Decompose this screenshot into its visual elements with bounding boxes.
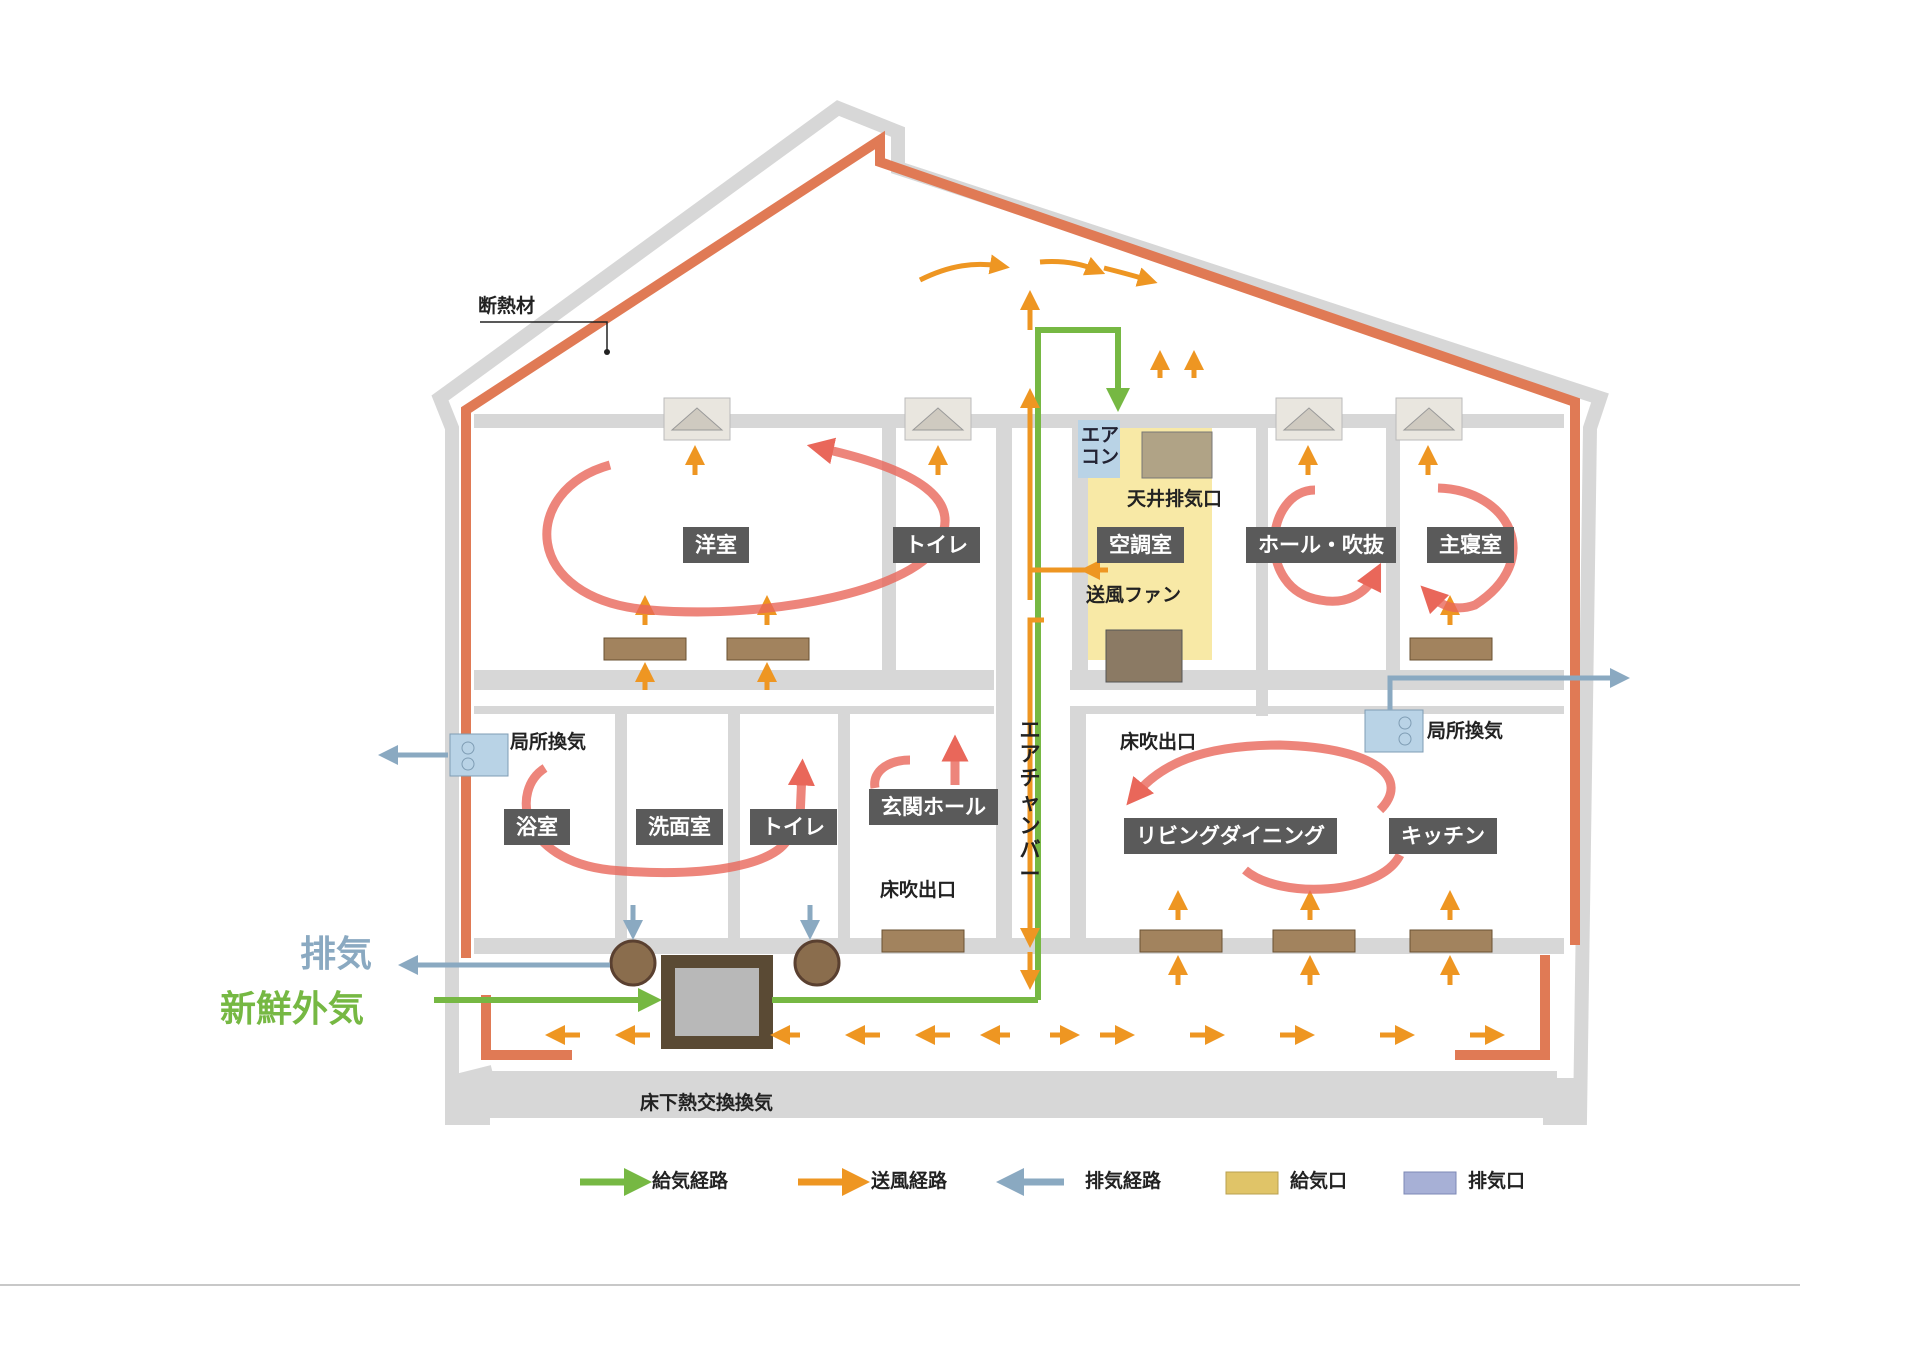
local-vent-label-left: 局所換気 xyxy=(510,731,587,753)
floor-outlet-label-left: 床吹出口 xyxy=(880,879,957,901)
aircon-label: エア コン xyxy=(1078,420,1120,478)
legend-supply-port: 給気口 xyxy=(1290,1170,1348,1192)
room-label-western: 洋室 xyxy=(683,527,749,563)
room-label-entrance-hall: 玄関ホール xyxy=(869,789,998,825)
legend-exhaust-route: 排気経路 xyxy=(1085,1170,1162,1192)
local-vent-boxes xyxy=(449,709,1424,777)
legend-blow-route: 送風経路 xyxy=(871,1170,948,1192)
legend-exhaust-port: 排気口 xyxy=(1468,1170,1526,1192)
exhaust-title: 排気 xyxy=(300,934,373,975)
room-label-washroom: 洗面室 xyxy=(636,809,723,845)
room-label-living-dining: リビングダイニング xyxy=(1124,818,1337,854)
room-label-toilet-downstairs: トイレ xyxy=(750,809,837,845)
room-label-toilet-upstairs: トイレ xyxy=(893,527,980,563)
blow-route xyxy=(545,254,1505,1045)
room-label-kitchen: キッチン xyxy=(1389,818,1497,854)
blower-fan xyxy=(1105,629,1183,683)
house-shell xyxy=(431,100,1609,1125)
floor-outlets xyxy=(603,637,1493,953)
air-chamber-label: エアチャンバー xyxy=(1019,718,1041,886)
room-label-hall: ホール・吹抜 xyxy=(1246,527,1396,563)
heat-exchanger xyxy=(609,939,841,1049)
ceiling-exhaust-grilles xyxy=(663,397,1463,479)
room-label-ac-room: 空調室 xyxy=(1097,527,1184,563)
insulation-label: 断熱材 xyxy=(478,295,536,317)
circulation-arrows xyxy=(521,437,1518,894)
room-label-master-bedroom: 主寝室 xyxy=(1427,527,1514,563)
insulation-leader xyxy=(480,321,610,355)
fresh-air-title: 新鮮外気 xyxy=(220,989,365,1030)
supply-route xyxy=(434,327,1130,1012)
insulation-line xyxy=(461,130,1580,1060)
legend-supply-route: 給気経路 xyxy=(652,1170,729,1192)
interior-walls xyxy=(474,414,1564,954)
fan-label: 送風ファン xyxy=(1086,584,1182,606)
local-vent-label-right: 局所換気 xyxy=(1427,720,1504,742)
ceiling-exhaust-label: 天井排気口 xyxy=(1127,488,1223,510)
legend-symbols xyxy=(580,1168,1457,1196)
underfloor-heat-exchange-label: 床下熱交換換気 xyxy=(640,1092,774,1114)
room-label-bath: 浴室 xyxy=(504,809,570,845)
floor-outlet-label-right: 床吹出口 xyxy=(1120,731,1197,753)
exhaust-route xyxy=(378,668,1630,975)
